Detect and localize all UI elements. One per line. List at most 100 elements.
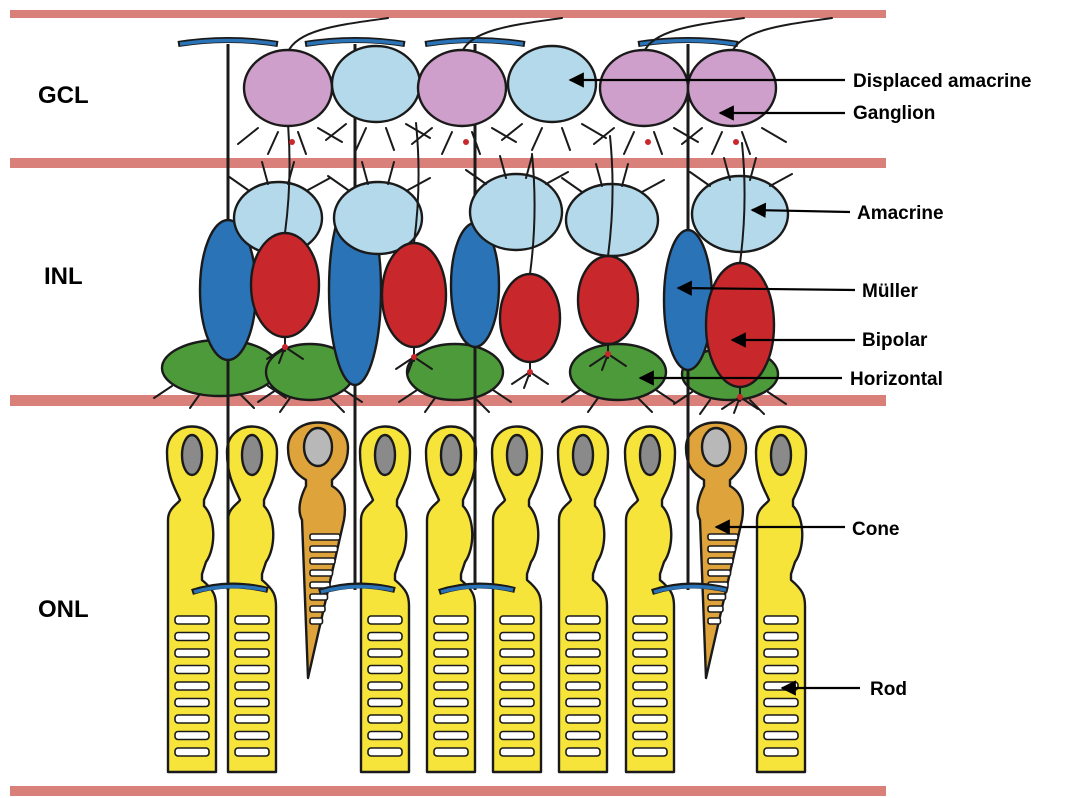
rod-disc xyxy=(500,748,534,756)
rod-disc xyxy=(633,699,667,707)
rod-disc xyxy=(764,699,798,707)
rod-disc xyxy=(566,633,600,641)
rod-disc xyxy=(566,649,600,657)
label-bipolar: Bipolar xyxy=(862,330,928,351)
rod-disc xyxy=(368,732,402,740)
rod-disc xyxy=(175,649,209,657)
cone-disc xyxy=(310,570,333,576)
gcl-soma xyxy=(600,50,688,126)
layer-label-gcl: GCL xyxy=(38,82,89,109)
rod-disc xyxy=(368,682,402,690)
ganglion-synapse xyxy=(289,139,295,145)
label-muller: Müller xyxy=(862,281,919,302)
cone-disc xyxy=(708,570,731,576)
rod-disc xyxy=(500,699,534,707)
layer-label-inl: INL xyxy=(44,263,83,290)
cone-disc xyxy=(310,618,323,624)
label-ganglion: Ganglion xyxy=(853,103,935,124)
rod-disc xyxy=(633,748,667,756)
label-displaced-amacrine: Displaced amacrine xyxy=(853,71,1031,92)
rod-disc xyxy=(566,699,600,707)
rod-photoreceptor xyxy=(426,427,476,773)
rod-disc xyxy=(434,633,468,641)
cone-disc xyxy=(708,558,733,564)
rod-disc xyxy=(566,666,600,674)
rod-disc xyxy=(175,682,209,690)
rod-photoreceptor xyxy=(492,427,542,773)
label-horizontal: Horizontal xyxy=(850,369,943,390)
gcl-soma xyxy=(508,46,596,122)
rod-disc xyxy=(434,666,468,674)
rod-nucleus xyxy=(441,435,461,475)
rod-disc xyxy=(764,748,798,756)
rod-disc xyxy=(434,748,468,756)
gcl-dendrites xyxy=(326,124,430,150)
muller-soma xyxy=(664,230,712,370)
amacrine-cell xyxy=(470,174,562,250)
rod-photoreceptor xyxy=(167,427,217,773)
rod-disc xyxy=(235,699,269,707)
bipolar-synapse xyxy=(605,351,611,357)
ganglion-synapse xyxy=(645,139,651,145)
rod-disc xyxy=(566,732,600,740)
rod-disc xyxy=(175,616,209,624)
rod-disc xyxy=(500,715,534,723)
rod-disc xyxy=(500,616,534,624)
rod-photoreceptor xyxy=(558,427,608,773)
cone-disc xyxy=(708,606,723,612)
rod-disc xyxy=(235,732,269,740)
rod-disc xyxy=(500,633,534,641)
rod-disc xyxy=(235,748,269,756)
rod-photoreceptor xyxy=(227,427,277,773)
rod-disc xyxy=(633,666,667,674)
rod-disc xyxy=(633,682,667,690)
rod-disc xyxy=(764,633,798,641)
muller-endfoot xyxy=(427,41,523,45)
rod-nucleus xyxy=(507,435,527,475)
label-rod: Rod xyxy=(870,679,907,700)
rod-disc xyxy=(633,616,667,624)
gcl-dendrites xyxy=(502,124,606,150)
rod-disc xyxy=(434,616,468,624)
ganglion-synapse xyxy=(733,139,739,145)
rod-disc xyxy=(500,682,534,690)
cone-disc xyxy=(708,618,721,624)
rod-disc xyxy=(434,649,468,657)
rod-nucleus xyxy=(375,435,395,475)
rod-disc xyxy=(368,715,402,723)
rod-disc xyxy=(368,748,402,756)
rod-nucleus xyxy=(640,435,660,475)
rod-disc xyxy=(764,616,798,624)
rod-disc xyxy=(633,649,667,657)
rod-photoreceptor xyxy=(625,427,675,773)
rod-disc xyxy=(235,715,269,723)
rod-disc xyxy=(235,649,269,657)
rod-disc xyxy=(368,699,402,707)
photoreceptor-layer xyxy=(167,423,806,773)
rod-disc xyxy=(235,682,269,690)
rod-disc xyxy=(175,732,209,740)
rod-disc xyxy=(368,666,402,674)
cone-disc xyxy=(310,534,340,540)
bipolar-synapse xyxy=(282,344,288,350)
rod-disc xyxy=(235,616,269,624)
rod-disc xyxy=(764,649,798,657)
rod-disc xyxy=(566,682,600,690)
rod-disc xyxy=(633,633,667,641)
cone-nucleus xyxy=(304,428,332,466)
rod-photoreceptor xyxy=(756,427,806,773)
muller-endfoot xyxy=(180,41,276,45)
membrane-band xyxy=(10,10,886,18)
gcl-soma xyxy=(244,50,332,126)
rod-disc xyxy=(500,666,534,674)
cone-photoreceptor xyxy=(686,423,746,679)
rod-disc xyxy=(175,699,209,707)
bipolar-soma xyxy=(706,263,774,387)
rod-disc xyxy=(633,715,667,723)
horizontal-cell xyxy=(570,344,666,400)
bipolar-synapse xyxy=(737,394,743,400)
cone-photoreceptor xyxy=(288,423,348,679)
rod-disc xyxy=(235,666,269,674)
bipolar-synapse xyxy=(527,369,533,375)
